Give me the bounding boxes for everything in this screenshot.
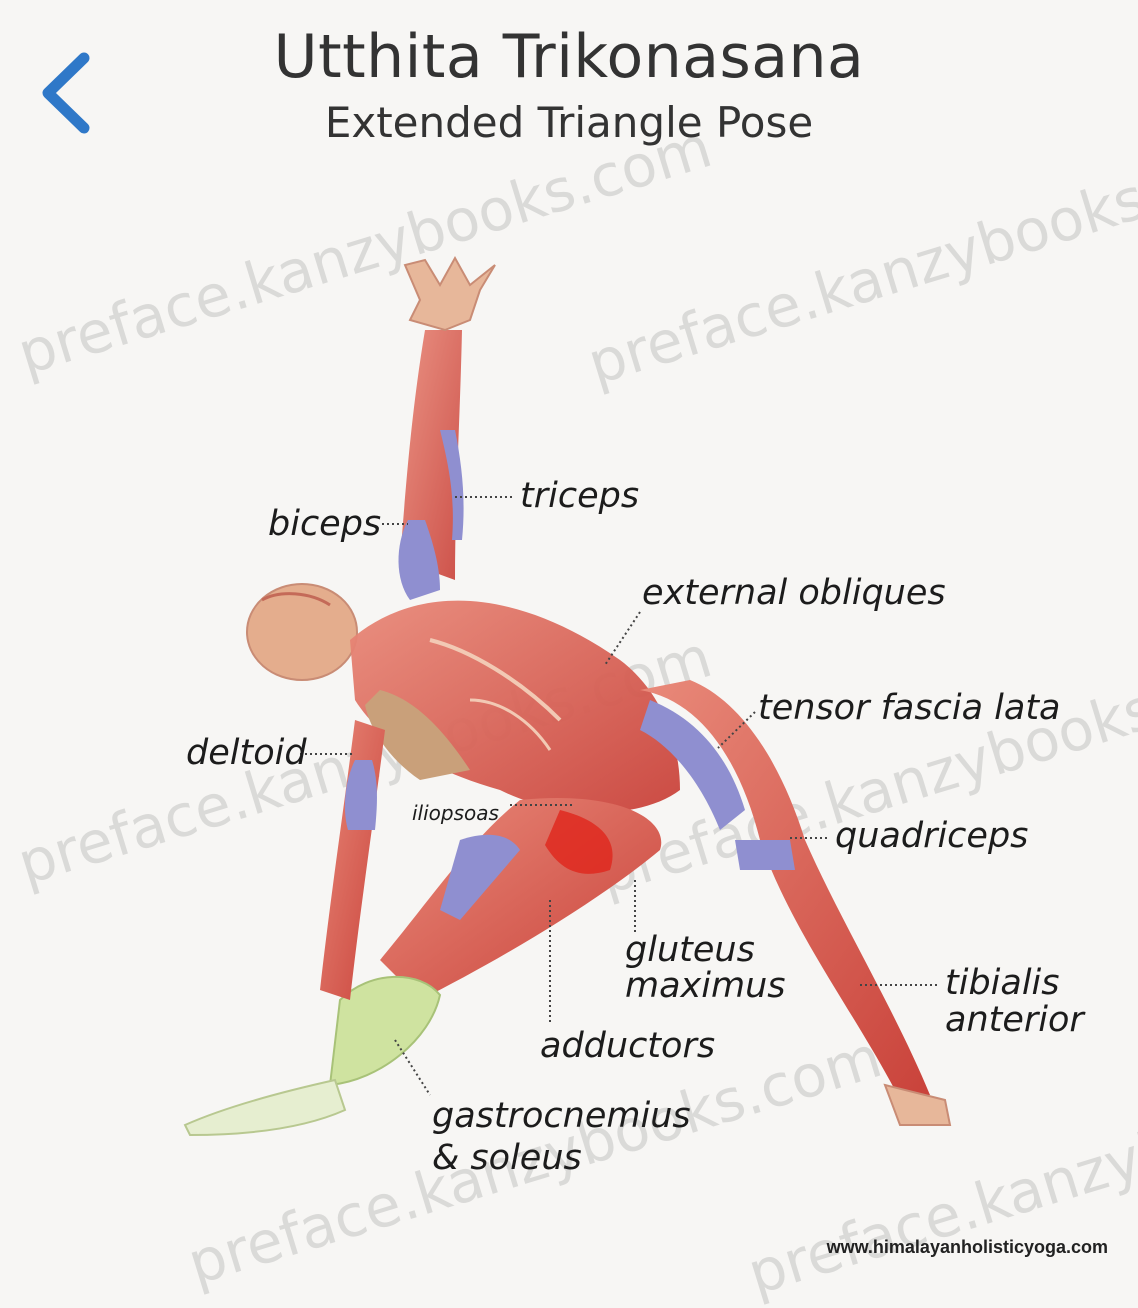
label-adductors: adductors bbox=[540, 1028, 715, 1065]
torso bbox=[350, 601, 680, 813]
label-tibialis-anterior-line2: anterior bbox=[945, 1002, 1084, 1039]
label-iliopsoas: iliopsoas bbox=[412, 795, 499, 832]
raised-arm bbox=[398, 258, 495, 600]
label-gluteus-maximus-line1: gluteus bbox=[625, 932, 755, 969]
label-external-obliques: external obliques bbox=[642, 575, 946, 612]
label-tibialis-anterior-line1: tibialis bbox=[945, 965, 1060, 1002]
label-gastrocnemius-line1: gastrocnemius bbox=[432, 1098, 691, 1135]
left-leg bbox=[185, 798, 661, 1135]
lower-arm bbox=[320, 720, 385, 1000]
label-triceps: triceps bbox=[520, 478, 639, 515]
label-gastrocnemius-line2: & soleus bbox=[432, 1140, 582, 1177]
label-biceps: biceps bbox=[268, 506, 381, 543]
label-quadriceps: quadriceps bbox=[835, 818, 1028, 855]
label-gluteus-maximus-line2: maximus bbox=[625, 968, 786, 1005]
head bbox=[247, 584, 357, 680]
label-deltoid: deltoid bbox=[186, 735, 307, 772]
label-tensor-fascia-lata: tensor fascia lata bbox=[758, 690, 1061, 727]
credit-url: www.himalayanholisticyoga.com bbox=[827, 1237, 1108, 1258]
